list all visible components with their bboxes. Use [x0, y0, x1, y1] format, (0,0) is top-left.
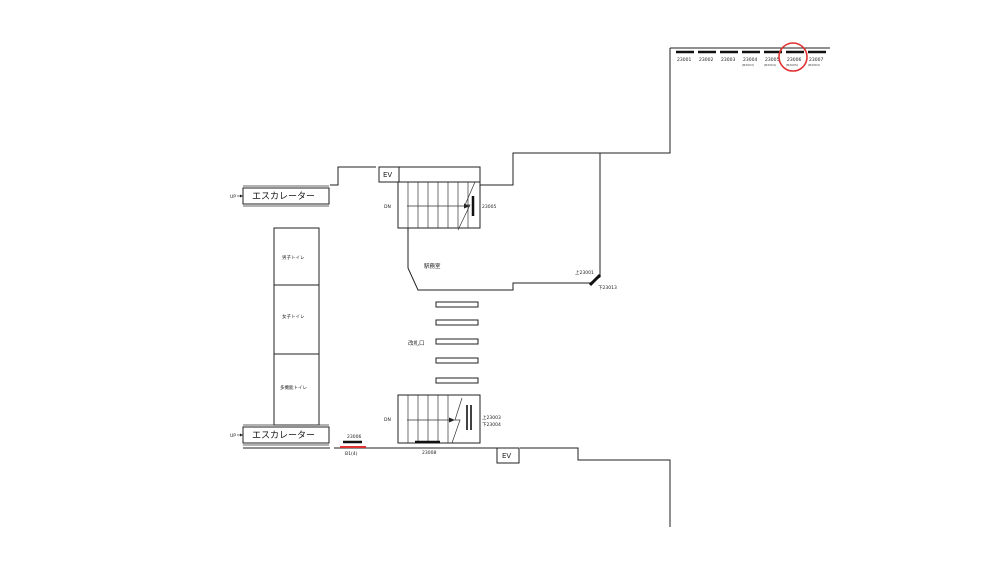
escalator-bottom: エスカレーター UP [230, 424, 330, 446]
bottom-stair-code: 23008 [422, 450, 436, 456]
dn-label-top: DN [384, 204, 391, 210]
platform-door-code: 23005 [765, 57, 779, 63]
ticket-gate-label: 改札口 [408, 339, 425, 347]
platform-door-code: 23001 [677, 57, 691, 63]
up-label-bottom: UP [230, 433, 236, 439]
elevator-top: EV [378, 166, 400, 183]
platform-door-code: 23002 [699, 57, 713, 63]
platform-door-subcode: (B2003) [742, 63, 754, 67]
platform-door-subcode: (B2005) [786, 63, 798, 67]
platform-door-code: 23006 [787, 57, 801, 63]
toilet-multi-label: 多機能トイレ [280, 384, 307, 391]
ev-label-bottom: EV [502, 452, 511, 460]
stairs-bottom-down-code: 下23004 [482, 422, 501, 428]
elevator-bottom: EV [496, 447, 520, 464]
escalator-bottom-label: エスカレーター [252, 430, 315, 441]
stairs-bottom-up-code: 上23003 [482, 414, 501, 421]
bottom-highlight-marker: 23006 B1(4) [340, 434, 366, 457]
toilet-women-label: 女子トイレ [282, 313, 305, 320]
highlight-circle [778, 42, 808, 72]
platform-door-subcode: (B2004) [764, 63, 776, 67]
station-office-label: 駅務室 [424, 262, 441, 270]
stairs-top-code: 23005 [482, 204, 496, 210]
bottom-marker-sub: B1(4) [345, 451, 358, 457]
stairs-bottom: DN 上23003 下23004 23008 [384, 394, 501, 456]
toilet-men-label: 男子トイレ [282, 254, 305, 261]
side-gate-down-code: 下23013 [598, 285, 617, 291]
outer-walls [243, 47, 830, 527]
escalator-top-label: エスカレーター [252, 191, 315, 202]
stairs-top: DN 23005 [384, 181, 496, 231]
side-gate-marker: 上23001 下23013 [575, 269, 617, 291]
ev-label-top: EV [383, 171, 392, 179]
dn-label-bottom: DN [384, 417, 391, 423]
up-label-top: UP [230, 194, 236, 200]
side-gate-up-code: 上23001 [575, 269, 594, 276]
platform-door-subcode: (B2063) [808, 63, 820, 67]
platform-door-code: 23003 [721, 57, 735, 63]
platform-door-code: 23007 [809, 57, 823, 63]
escalator-top: エスカレーター UP [230, 185, 330, 207]
bottom-marker-code: 23006 [347, 434, 361, 440]
platform-door-codes: 23001 23002 23003 23004(B2003) 23005(B2004) 2… [676, 50, 826, 67]
platform-door-code: 23004 [743, 57, 757, 63]
ticket-gates: 改札口 [408, 301, 479, 384]
